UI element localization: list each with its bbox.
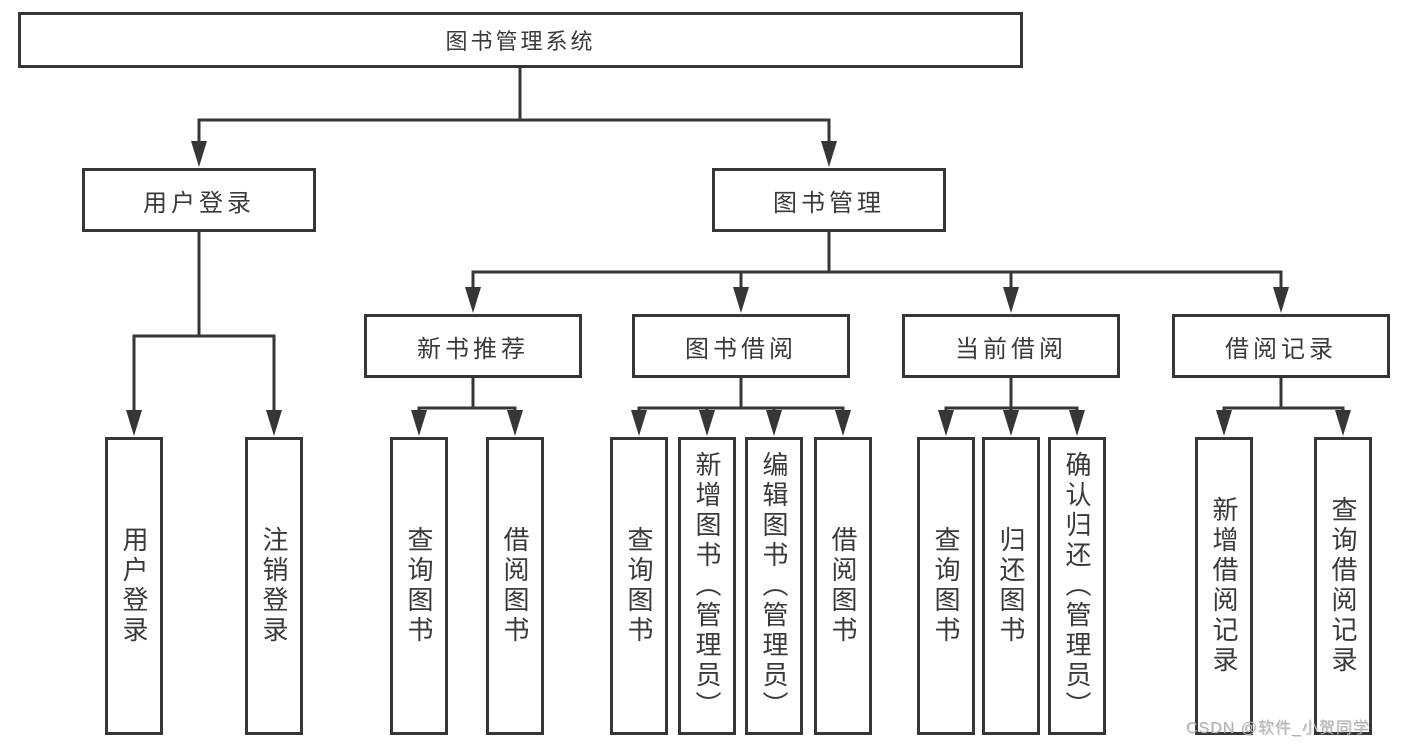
node-new-book-recommend-label: 新书推荐: [417, 335, 529, 363]
leaf-bb-add-book-admin-label: 新增图书（管理员）: [692, 451, 722, 721]
node-root-label: 图书管理系统: [445, 29, 596, 54]
leaf-bb-add-book-admin: 新增图书（管理员）: [678, 437, 736, 735]
leaf-nb-borrow-books-label: 借阅图书: [500, 526, 530, 646]
leaf-nb-borrow-books: 借阅图书: [486, 437, 544, 735]
csdn-watermark: CSDN @软件_小贺同学: [1186, 720, 1370, 737]
leaf-user-login: 用户登录: [105, 437, 163, 735]
leaf-bb-edit-book-admin-label: 编辑图书（管理员）: [759, 451, 789, 721]
leaf-bb-edit-book-admin: 编辑图书（管理员）: [745, 437, 803, 735]
leaf-user-login-label: 用户登录: [119, 526, 149, 646]
node-book-management-label: 图书管理: [773, 189, 885, 217]
node-current-borrow-label: 当前借阅: [955, 335, 1067, 363]
leaf-cb-confirm-return-admin-label: 确认归还（管理员）: [1062, 451, 1092, 721]
leaf-logout: 注销登录: [245, 437, 303, 735]
leaf-cb-query-books-label: 查询图书: [931, 526, 961, 646]
node-book-borrow: 图书借阅: [632, 314, 850, 378]
leaf-br-query-record: 查询借阅记录: [1314, 437, 1372, 735]
leaf-cb-return-books-label: 归还图书: [996, 526, 1026, 646]
node-root: 图书管理系统: [18, 12, 1023, 68]
leaf-br-add-record: 新增借阅记录: [1195, 437, 1253, 735]
leaf-bb-query-books-label: 查询图书: [624, 526, 654, 646]
leaf-br-add-record-label: 新增借阅记录: [1209, 496, 1239, 676]
leaf-logout-label: 注销登录: [259, 526, 289, 646]
node-borrow-records: 借阅记录: [1172, 314, 1390, 378]
node-user-login: 用户登录: [82, 168, 316, 232]
leaf-nb-query-books-label: 查询图书: [404, 526, 434, 646]
leaf-cb-query-books: 查询图书: [917, 437, 975, 735]
leaf-br-query-record-label: 查询借阅记录: [1328, 496, 1358, 676]
leaf-cb-confirm-return-admin: 确认归还（管理员）: [1048, 437, 1106, 735]
leaf-bb-borrow-books: 借阅图书: [814, 437, 872, 735]
node-borrow-records-label: 借阅记录: [1225, 335, 1337, 363]
node-book-borrow-label: 图书借阅: [685, 335, 797, 363]
node-new-book-recommend: 新书推荐: [364, 314, 582, 378]
leaf-cb-return-books: 归还图书: [982, 437, 1040, 735]
leaf-bb-query-books: 查询图书: [610, 437, 668, 735]
node-user-login-label: 用户登录: [143, 189, 255, 217]
leaf-bb-borrow-books-label: 借阅图书: [828, 526, 858, 646]
leaf-nb-query-books: 查询图书: [390, 437, 448, 735]
node-book-management: 图书管理: [712, 168, 946, 232]
node-current-borrow: 当前借阅: [902, 314, 1120, 378]
